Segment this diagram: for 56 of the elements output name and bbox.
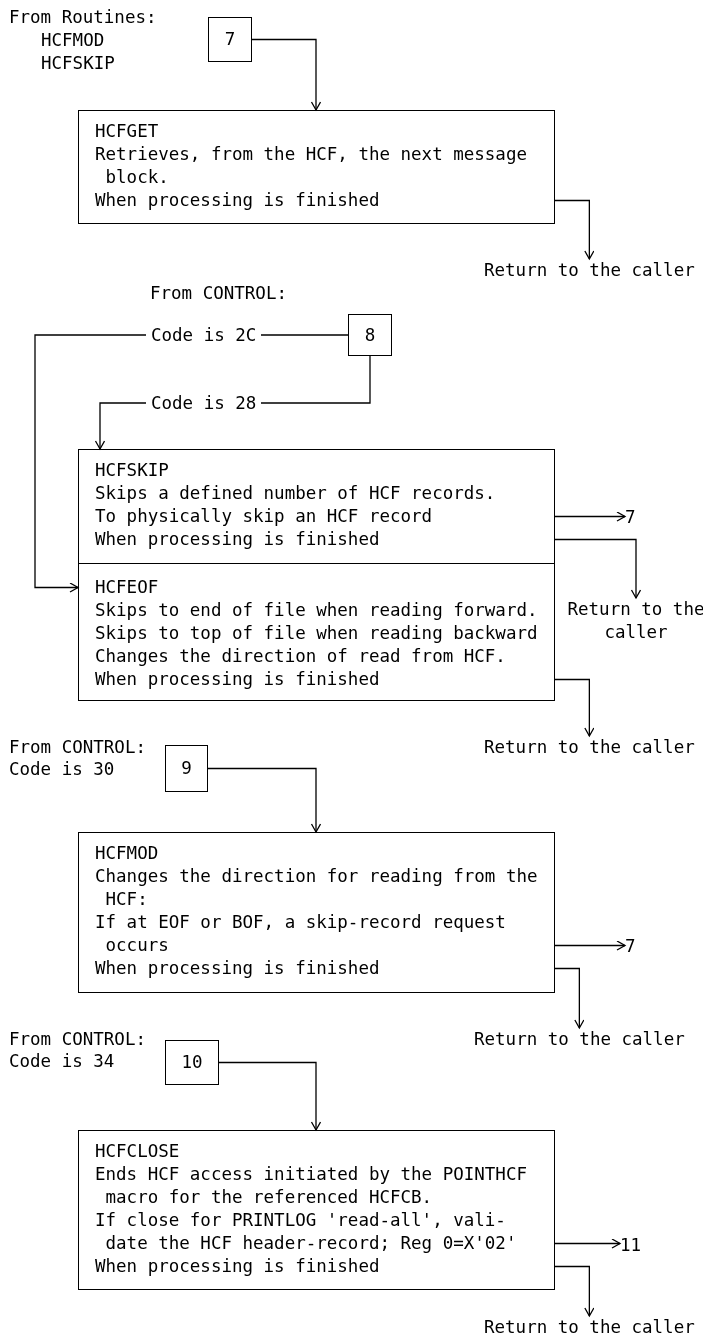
connector-box: 7 [208,17,252,62]
process-title: HCFGET [95,120,160,143]
source-note: HCFMOD [41,29,105,52]
process-text: If at EOF or BOF, a skip-record request occurs [95,911,507,957]
process-text: When processing is finished [95,668,381,691]
source-note: From CONTROL: [9,736,146,759]
arrow [207,767,322,833]
arrow [554,1265,595,1317]
process-text: To physically skip an HCF record [95,505,434,528]
arrow [554,199,595,260]
source-note: From Routines: [9,6,157,29]
process-text: Skips to top of file when reading backward [95,622,539,645]
connector-box: 9 [165,745,208,792]
arrow [554,678,595,737]
arrow [554,511,626,522]
process-text: If close for PRINTLOG 'read-all', vali- date the HCF header-record; Reg 0=X'02' [95,1209,518,1255]
process-box [78,110,555,224]
return-text: Return to the caller [484,736,695,759]
process-box [78,449,555,564]
process-title: HCFCLOSE [95,1140,181,1163]
source-note: From CONTROL: [150,282,287,305]
arrow [554,1238,621,1249]
process-title: HCFSKIP [95,459,170,482]
process-title: HCFMOD [95,842,160,865]
connector-number: 7 [625,935,636,958]
source-note: HCFSKIP [41,52,115,75]
connector-box: 8 [348,314,392,356]
return-text: Return to the caller [566,598,703,644]
return-text: Return to the caller [484,259,695,282]
process-box [78,832,555,993]
process-box [78,563,555,701]
process-text: When processing is finished [95,189,381,212]
arrow [554,940,626,951]
process-text: Retrieves, from the HCF, the next message block. [95,143,528,189]
arrow [554,538,642,599]
source-note: Code is 30 [9,758,115,781]
process-text: Skips a defined number of HCF records. [95,482,497,505]
process-text: When processing is finished [95,528,381,551]
connector-number: 7 [625,506,636,529]
process-text: When processing is finished [95,1255,381,1278]
connector-number: 11 [620,1234,642,1257]
process-text: Skips to end of file when reading forward. [95,599,539,622]
process-text: Changes the direction for reading from the HCF: [95,865,539,911]
source-note: From CONTROL: [9,1028,146,1051]
connector-box: 10 [165,1040,219,1085]
process-text: Changes the direction of read from HCF. [95,645,507,668]
return-text: Return to the caller [474,1028,685,1051]
return-text: Return to the caller [484,1316,695,1339]
process-title: HCFEOF [95,576,160,599]
process-text: Ends HCF access initiated by the POINTHCF macro for the referenced HCFCB. [95,1163,528,1209]
arrow [251,38,322,111]
process-text: When processing is finished [95,957,381,980]
process-box [78,1130,555,1290]
source-note: Code is 34 [9,1050,115,1073]
arrow [554,967,585,1029]
arrow [218,1061,322,1131]
